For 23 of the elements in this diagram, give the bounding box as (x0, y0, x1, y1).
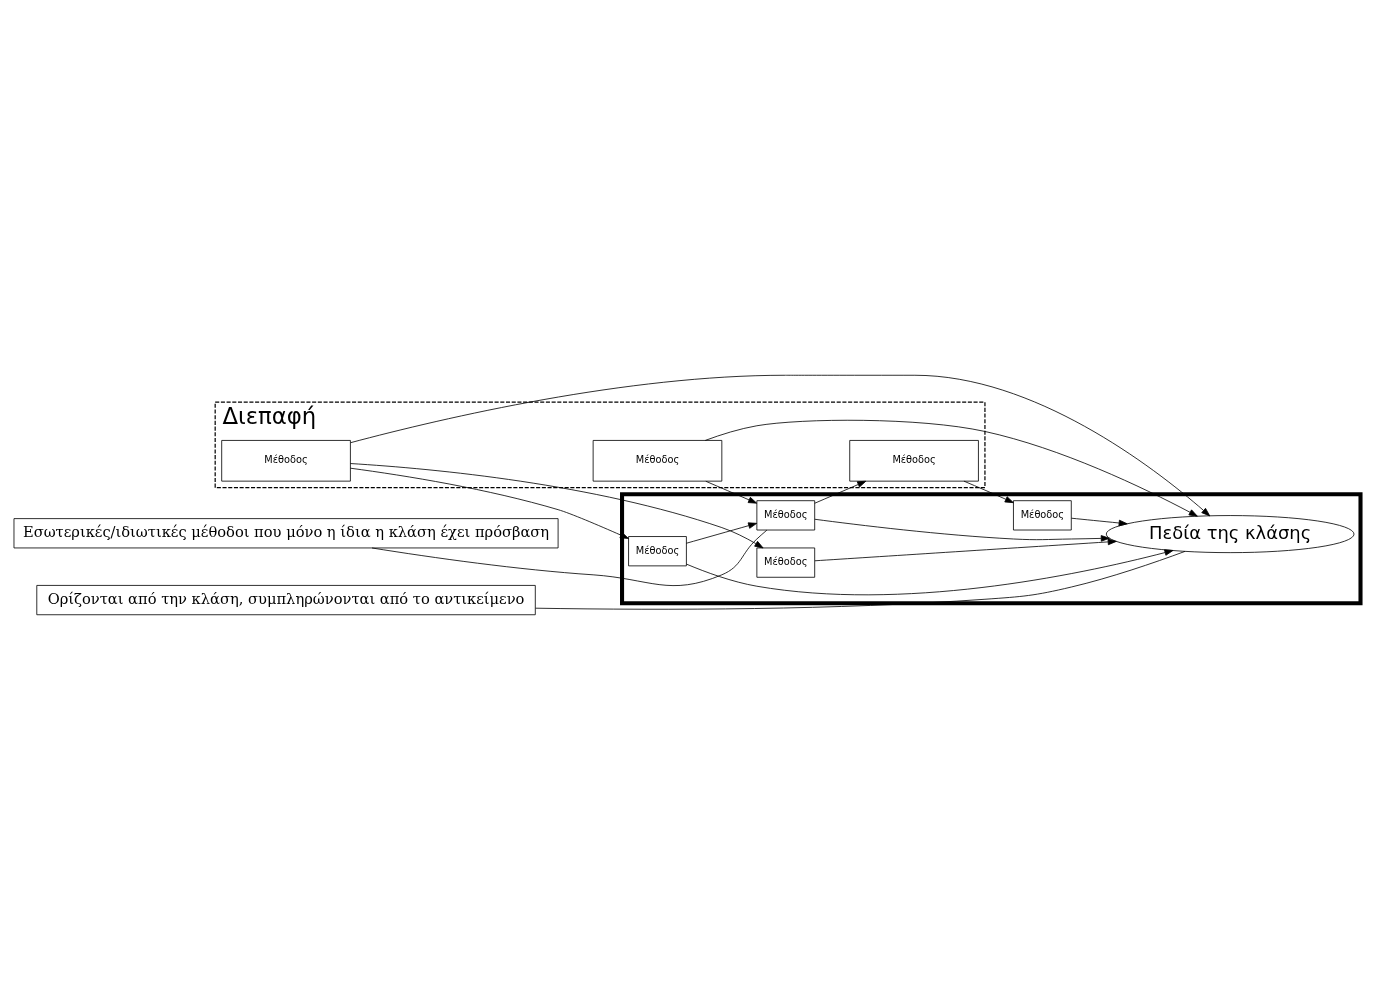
arrow (1071, 517, 1128, 527)
arrow (963, 480, 1014, 504)
node-box: Μέθοδος (1013, 500, 1072, 531)
node-box: Μέθοδος (628, 536, 687, 567)
arrow (814, 480, 867, 504)
node-box: Μέθοδος (221, 440, 351, 482)
connector (371, 529, 768, 586)
node-box: Ορίζονται από την κλάση, συμπληρώνονται από το αντικείμενο (36, 585, 536, 616)
arrow (814, 518, 1110, 542)
arrow (350, 467, 629, 539)
arrow (350, 374, 1211, 517)
arrow (686, 549, 1174, 596)
node-box: Μέθοδος (849, 440, 979, 482)
arrow (705, 480, 758, 504)
node-box: Μέθοδος (592, 440, 723, 482)
node-box: Εσωτερικές/ιδιωτικές μέθοδοι που μόνο η ίδια η κλάση έχει πρόσβαση (13, 518, 559, 549)
connector (535, 550, 1186, 610)
arrow (350, 463, 764, 549)
arrow (686, 522, 758, 544)
node-box: Μέθοδος (756, 547, 816, 578)
node-box: Μέθοδος (756, 500, 816, 531)
arrow (704, 419, 1198, 517)
arrow (814, 538, 1117, 562)
